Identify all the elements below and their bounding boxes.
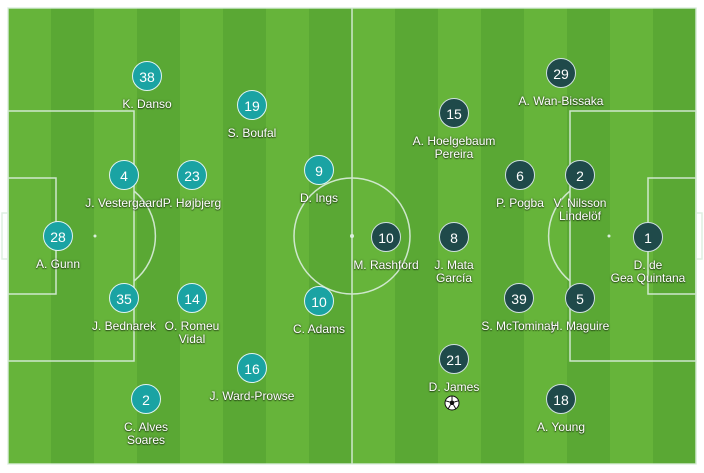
player-number-badge: 10 — [304, 286, 334, 316]
player-number-badge: 38 — [132, 61, 162, 91]
player-number-badge: 29 — [546, 58, 576, 88]
player-name: A. Young — [536, 420, 586, 434]
away-player-9[interactable]: 5 H. Maguire — [520, 283, 640, 333]
player-name: A. Gunn — [35, 257, 81, 271]
home-player-6[interactable]: 28 A. Gunn — [0, 221, 118, 271]
player-name: K. Danso — [122, 97, 172, 111]
player-name: C. Adams — [292, 322, 346, 336]
home-player-8[interactable]: 14 O. Romeu Vidal — [132, 283, 252, 346]
away-player-4[interactable]: 2 V. Nilsson Lindelöf — [520, 160, 640, 223]
home-player-9[interactable]: 10 C. Adams — [259, 286, 379, 336]
player-number-badge: 39 — [504, 283, 534, 313]
player-number-badge: 23 — [177, 160, 207, 190]
player-number-badge: 21 — [439, 344, 469, 374]
away-player-7[interactable]: 1 D. de Gea Quintana — [588, 222, 704, 285]
pitch-stripe — [94, 8, 138, 464]
home-player-7[interactable]: 35 J. Bednarek — [64, 283, 184, 333]
player-number-badge: 5 — [565, 283, 595, 313]
player-name: J. Bednarek — [91, 319, 157, 333]
player-number-badge: 35 — [109, 283, 139, 313]
player-name: P. Højbjerg — [162, 196, 222, 210]
player-number-badge: 4 — [109, 160, 139, 190]
home-player-2[interactable]: 19 S. Boufal — [192, 90, 312, 140]
player-name: D. Ings — [299, 191, 338, 205]
player-number-badge: 16 — [237, 353, 267, 383]
player-number-badge: 10 — [371, 222, 401, 252]
player-number-badge: 18 — [546, 384, 576, 414]
player-name: H. Maguire — [550, 319, 610, 333]
away-player-6[interactable]: 8 J. Mata García — [394, 222, 514, 285]
away-player-1[interactable]: 29 A. Wan-Bissaka — [501, 58, 621, 108]
home-player-11[interactable]: 2 C. Alves Soares — [86, 384, 206, 447]
player-number-badge: 15 — [439, 98, 469, 128]
player-name: A. Hoelgebaum Pereira — [412, 134, 496, 161]
away-player-10[interactable]: 21 D. James — [394, 344, 514, 394]
away-player-3[interactable]: 6 P. Pogba — [460, 160, 580, 210]
player-number-badge: 2 — [565, 160, 595, 190]
player-name: J. Ward-Prowse — [209, 389, 295, 403]
pitch-stripe — [180, 8, 224, 464]
pitch-stripe — [395, 8, 439, 464]
home-player-5[interactable]: 9 D. Ings — [259, 155, 379, 205]
player-name: O. Romeu Vidal — [164, 319, 220, 346]
player-name: P. Pogba — [496, 196, 544, 210]
player-number-badge: 8 — [439, 222, 469, 252]
home-player-10[interactable]: 16 J. Ward-Prowse — [192, 353, 312, 403]
home-player-4[interactable]: 23 P. Højbjerg — [132, 160, 252, 210]
player-number-badge: 2 — [131, 384, 161, 414]
player-name: J. Mata García — [434, 258, 474, 285]
player-name: D. de Gea Quintana — [610, 258, 686, 285]
pitch-stripe — [266, 8, 310, 464]
away-player-11[interactable]: 18 A. Young — [501, 384, 621, 434]
player-number-badge: 1 — [633, 222, 663, 252]
home-player-3[interactable]: 4 J. Vestergaard — [64, 160, 184, 210]
player-name: A. Wan-Bissaka — [518, 94, 604, 108]
player-name: M. Rashford — [353, 258, 419, 272]
player-name: J. Vestergaard — [85, 196, 163, 210]
player-name: V. Nilsson Lindelöf — [553, 196, 607, 223]
player-name: S. Boufal — [227, 126, 277, 140]
home-player-1[interactable]: 38 K. Danso — [87, 61, 207, 111]
player-number-badge: 19 — [237, 90, 267, 120]
pitch-stripe — [567, 8, 611, 464]
football-icon — [444, 395, 460, 411]
player-number-badge: 28 — [43, 221, 73, 251]
pitch-stripe — [223, 8, 267, 464]
pitch-stripe — [481, 8, 525, 464]
pitch-stripe — [309, 8, 353, 464]
away-player-2[interactable]: 15 A. Hoelgebaum Pereira — [394, 98, 514, 161]
away-player-5[interactable]: 10 M. Rashford — [326, 222, 446, 272]
player-name: S. McTominay — [481, 319, 557, 333]
away-player-8[interactable]: 39 S. McTominay — [459, 283, 579, 333]
player-number-badge: 14 — [177, 283, 207, 313]
player-name: D. James — [428, 380, 480, 394]
player-number-badge: 9 — [304, 155, 334, 185]
player-name: C. Alves Soares — [123, 420, 168, 447]
player-number-badge: 6 — [505, 160, 535, 190]
